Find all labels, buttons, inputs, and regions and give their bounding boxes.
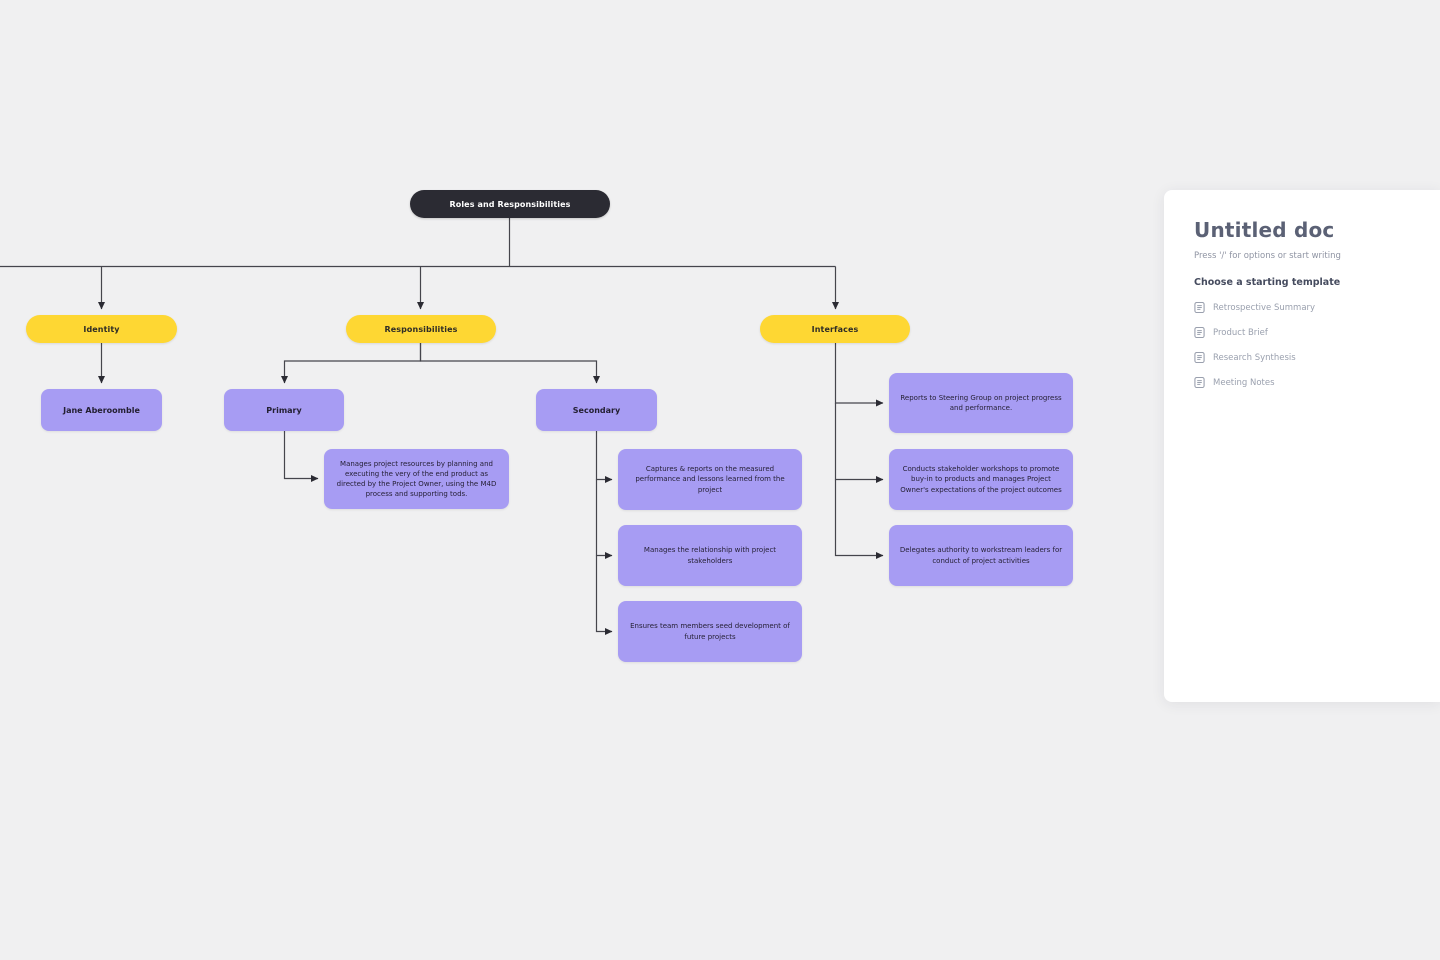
node-interfaces-detail-3[interactable]: Delegates authority to workstream leader… [889, 525, 1073, 586]
node-secondary-detail-1[interactable]: Captures & reports on the measured perfo… [618, 449, 802, 510]
template-item-research-synthesis[interactable]: Research Synthesis [1194, 352, 1410, 363]
doc-icon [1194, 352, 1205, 363]
node-roles-and-responsibilities[interactable]: Roles and Responsibilities [410, 190, 610, 218]
template-label: Retrospective Summary [1213, 302, 1316, 313]
node-responsibilities[interactable]: Responsibilities [346, 315, 496, 343]
node-interfaces-detail-1[interactable]: Reports to Steering Group on project pro… [889, 373, 1073, 433]
template-label: Research Synthesis [1213, 352, 1296, 363]
node-secondary-detail-2[interactable]: Manages the relationship with project st… [618, 525, 802, 586]
node-interfaces[interactable]: Interfaces [760, 315, 910, 343]
doc-icon [1194, 327, 1205, 338]
template-item-product-brief[interactable]: Product Brief [1194, 327, 1410, 338]
node-secondary[interactable]: Secondary [536, 389, 657, 431]
template-label: Meeting Notes [1213, 377, 1275, 388]
node-secondary-detail-3[interactable]: Ensures team members seed development of… [618, 601, 802, 662]
template-item-meeting-notes[interactable]: Meeting Notes [1194, 377, 1410, 388]
doc-panel: Untitled doc Press '/' for options or st… [1164, 190, 1440, 702]
node-identity[interactable]: Identity [26, 315, 177, 343]
templates-heading: Choose a starting template [1194, 277, 1341, 288]
doc-editor-placeholder[interactable]: Press '/' for options or start writing [1194, 251, 1341, 261]
doc-icon [1194, 302, 1205, 313]
node-primary[interactable]: Primary [224, 389, 344, 431]
node-interfaces-detail-2[interactable]: Conducts stakeholder workshops to promot… [889, 449, 1073, 510]
node-primary-detail[interactable]: Manages project resources by planning an… [324, 449, 509, 509]
template-item-retrospective-summary[interactable]: Retrospective Summary [1194, 302, 1410, 313]
doc-icon [1194, 377, 1205, 388]
doc-title[interactable]: Untitled doc [1194, 218, 1335, 242]
template-label: Product Brief [1213, 327, 1268, 338]
node-jane-aberoomble[interactable]: Jane Aberoomble [41, 389, 162, 431]
